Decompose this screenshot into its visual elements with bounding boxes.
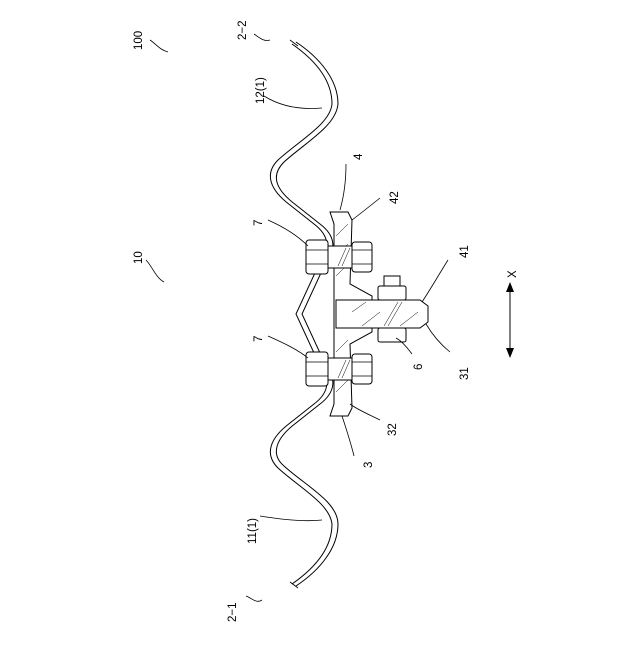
corrugated-panel <box>270 40 338 588</box>
label-7-top: 7 <box>253 220 265 226</box>
nut-top <box>352 242 372 272</box>
label-31: 31 <box>459 367 471 380</box>
bolt-6-nut-upper <box>378 286 406 300</box>
label-32: 32 <box>387 423 399 436</box>
label-3: 3 <box>363 462 375 468</box>
bolt-6-nut-lower <box>378 328 406 342</box>
label-10: 10 <box>133 251 145 264</box>
label-2-2: 2−2 <box>237 20 249 40</box>
label-6: 6 <box>413 364 425 370</box>
label-42: 42 <box>389 191 401 204</box>
bolt-head-bottom <box>306 352 328 386</box>
label-4: 4 <box>353 153 365 160</box>
bracket <box>330 212 428 416</box>
nut-bottom <box>352 354 372 384</box>
bolt-shank-bottom <box>328 358 352 380</box>
label-7-bottom: 7 <box>253 336 265 342</box>
bolt-shank-top <box>328 246 352 268</box>
label-x: X <box>507 270 519 278</box>
labels: 100 2−2 12(1) 4 42 7 10 41 X 7 6 31 32 3… <box>133 20 519 622</box>
bolt-head-top <box>306 240 328 274</box>
label-2-1: 2−1 <box>227 602 239 622</box>
bolt-6-tip <box>384 276 400 286</box>
label-12-1: 12(1) <box>255 77 267 104</box>
label-11-1: 11(1) <box>247 518 259 544</box>
label-41: 41 <box>459 245 471 258</box>
bracket-flange-41 <box>336 300 428 328</box>
x-direction-arrow <box>506 282 514 358</box>
label-100: 100 <box>133 31 145 50</box>
